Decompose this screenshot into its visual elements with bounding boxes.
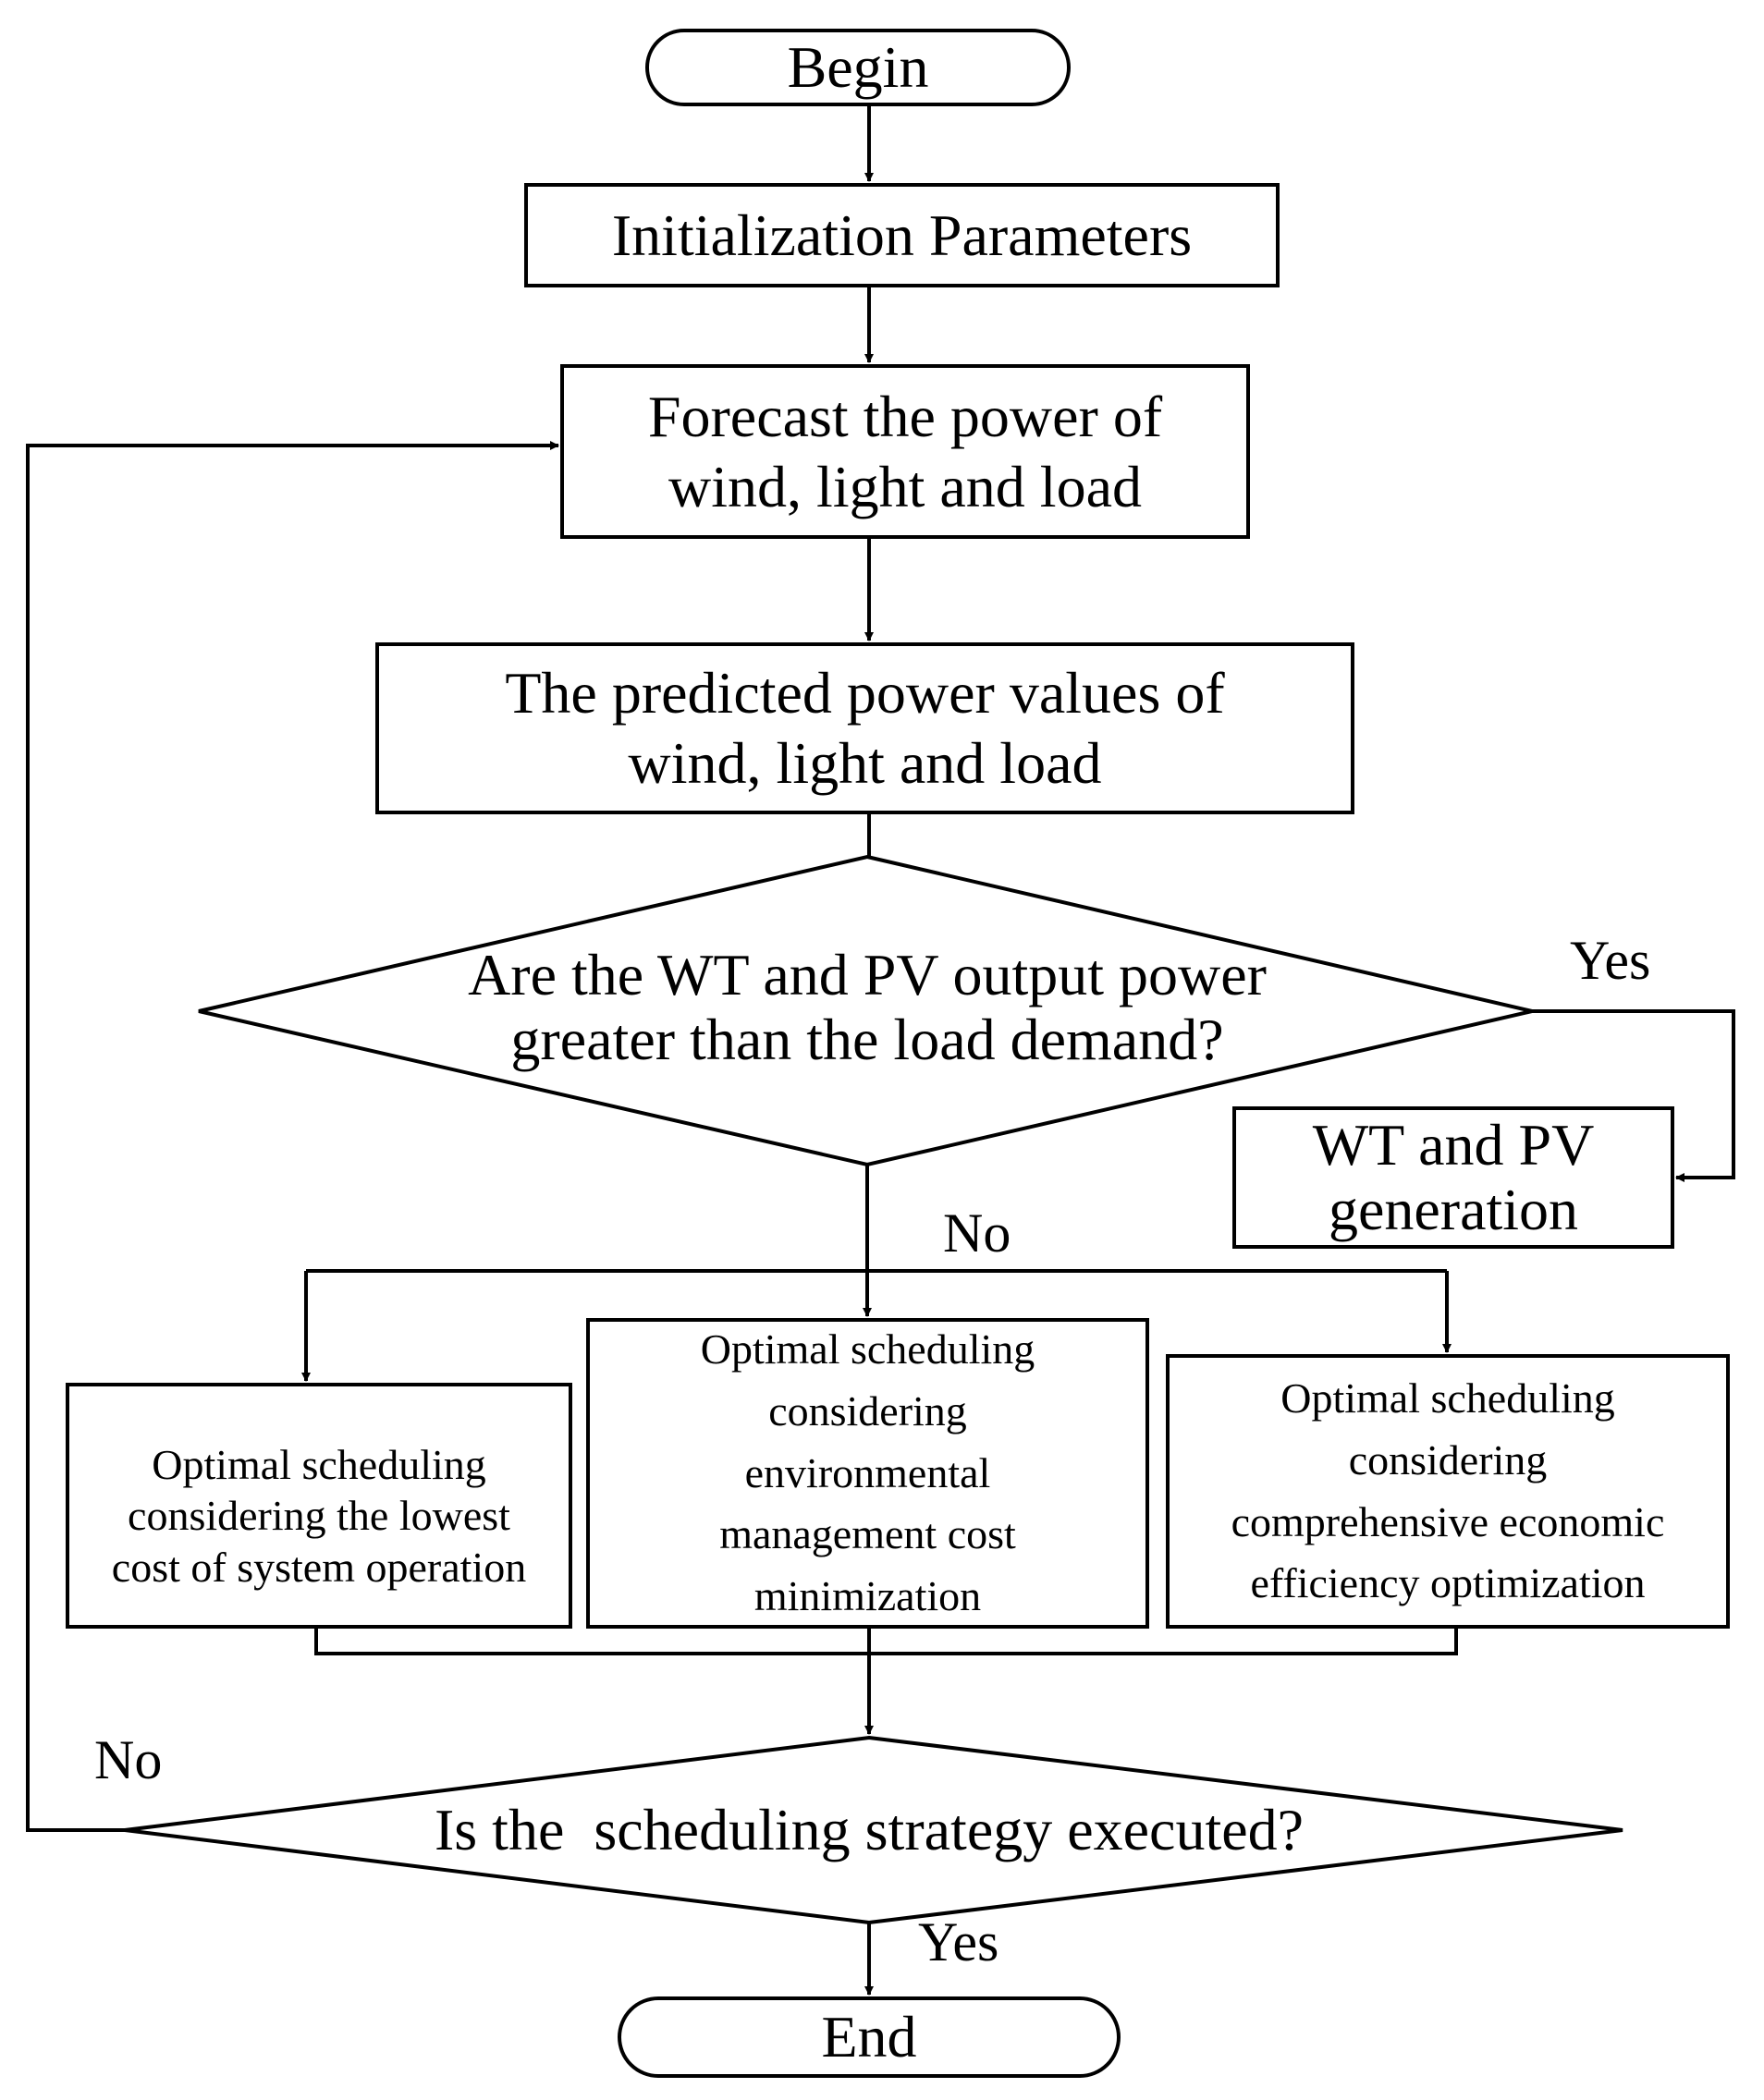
opt1-label: Optimal scheduling considering the lowes… bbox=[111, 1441, 527, 1591]
begin-terminator bbox=[645, 29, 1071, 106]
wtpv-box bbox=[1232, 1106, 1674, 1249]
edge-label-no-2: No bbox=[94, 1729, 163, 1790]
opt2-box bbox=[586, 1318, 1149, 1629]
opt3-box bbox=[1166, 1354, 1730, 1629]
opt3-label: Optimal scheduling considering comprehen… bbox=[1231, 1374, 1665, 1607]
init-box bbox=[524, 183, 1280, 287]
edge-label-yes-2: Yes bbox=[918, 1911, 999, 1972]
init-label: Initialization Parameters bbox=[611, 201, 1193, 268]
end-terminator bbox=[618, 1996, 1121, 2078]
arrow-yes-wtpv bbox=[1532, 1009, 1735, 1182]
begin-label: Begin bbox=[787, 34, 929, 101]
decision2-label: Is the scheduling strategy executed? bbox=[434, 1797, 1305, 1863]
forecast-label: Forecast the power of wind, light and lo… bbox=[647, 383, 1163, 519]
wtpv-label: WT and PV generation bbox=[1312, 1111, 1595, 1242]
forecast-box bbox=[560, 364, 1250, 539]
decision1-label: Are the WT and PV output power greater t… bbox=[468, 941, 1267, 1072]
edge-label-no-1: No bbox=[943, 1203, 1011, 1264]
edge-label-yes-1: Yes bbox=[1570, 930, 1651, 991]
predicted-label: The predicted power values of wind, ligh… bbox=[505, 660, 1225, 796]
predicted-box bbox=[375, 642, 1354, 814]
opt1-box bbox=[66, 1383, 572, 1629]
connector-merge bbox=[314, 1627, 1458, 1655]
end-label: End bbox=[821, 2004, 917, 2070]
opt2-label: Optimal scheduling considering environme… bbox=[700, 1325, 1035, 1620]
arrow-no-loop bbox=[26, 441, 559, 1832]
